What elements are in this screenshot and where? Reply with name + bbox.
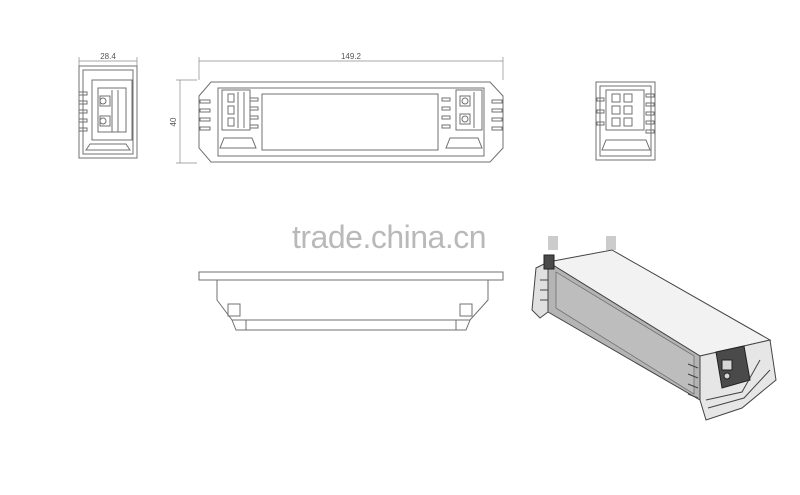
width-dimension: 28.4 [78, 52, 138, 66]
watermark-text: trade.china.cn [292, 219, 486, 255]
length-dimension-label: 149.2 [341, 52, 362, 61]
height-dimension: 40 [169, 79, 197, 164]
side-view [198, 271, 504, 331]
isometric-view [531, 236, 777, 421]
front-view: 149.2 40 [169, 52, 504, 164]
width-dimension-label: 28.4 [100, 52, 116, 61]
length-dimension: 149.2 [198, 52, 504, 80]
right-end-view [595, 81, 656, 161]
left-end-view: 28.4 [78, 52, 138, 159]
height-dimension-label: 40 [169, 117, 178, 126]
